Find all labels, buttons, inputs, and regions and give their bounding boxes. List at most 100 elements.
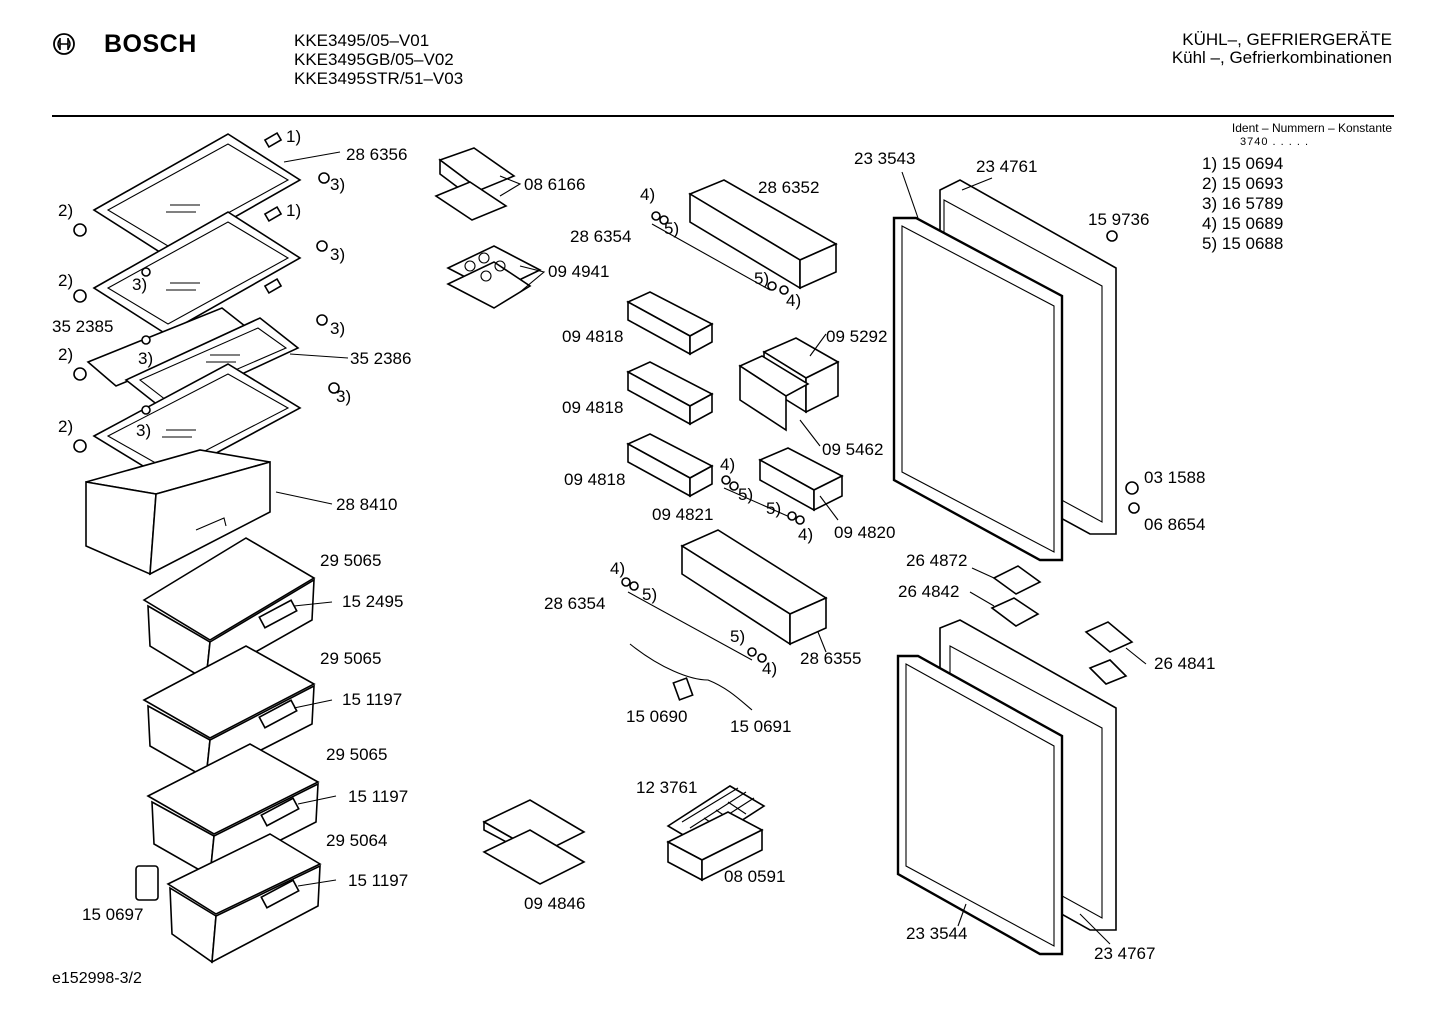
part-number-label: 23 4761 (976, 157, 1037, 176)
legend-item: 3) 16 5789 (1202, 194, 1284, 213)
legend-ref-label: 3) (138, 349, 153, 368)
part-number-label: 28 6354 (544, 594, 605, 613)
model-list: KKE3495/05–V01 KKE3495GB/05–V02 KKE3495S… (294, 31, 463, 88)
sensor-cable (629, 643, 753, 711)
legend-ref-label: 1) (286, 127, 301, 146)
shelf-support-icon (73, 172, 340, 394)
part-number-label: 09 4818 (564, 470, 625, 489)
part-number-label: 23 3543 (854, 149, 915, 168)
part-number-label: 28 6352 (758, 178, 819, 197)
brand-name: BOSCH (104, 30, 197, 58)
part-number-label: 03 1588 (1144, 468, 1205, 487)
legend-ref-label: 4) (786, 291, 801, 310)
category-heading: KÜHL–, GEFRIERGERÄTE Kühl –, Gefrierkomb… (1172, 31, 1392, 67)
legend-item: 5) 15 0688 (1202, 234, 1284, 253)
door-bin-small (626, 433, 714, 498)
door-gasket (892, 216, 1064, 562)
part-number-label: 15 1197 (348, 871, 408, 890)
part-number-label: 15 2495 (342, 592, 403, 611)
part-number-label: 35 2385 (52, 317, 113, 336)
legend-ref-label: 3) (336, 387, 351, 406)
shelf-clip-icon (263, 205, 283, 223)
header-rule (52, 115, 1394, 117)
legend-item: 1) 15 0694 (1202, 154, 1284, 173)
split-glass-shelf (86, 307, 300, 411)
legend-ref-label: 4) (798, 525, 813, 544)
part-number-label: 15 0691 (730, 717, 791, 736)
crisper-drawer (166, 833, 322, 964)
legend-ref-label: 3) (136, 421, 151, 440)
legend-ref-label: 5) (754, 269, 769, 288)
part-number-label: 15 1197 (348, 787, 408, 806)
part-number-label: 15 0690 (626, 707, 687, 726)
category-line: KÜHL–, GEFRIERGERÄTE (1182, 30, 1392, 49)
ice-box (666, 811, 764, 882)
part-number-label: 29 5064 (326, 831, 387, 850)
glass-shelf (92, 211, 302, 335)
model-number: KKE3495STR/51–V03 (294, 69, 464, 88)
part-number-label: 06 8654 (1144, 515, 1205, 534)
part-number-label: 15 0697 (82, 905, 143, 924)
door-bin-small (626, 361, 714, 426)
part-number-label: 28 6355 (800, 649, 861, 668)
part-number-label: 23 4767 (1094, 944, 1155, 963)
ident-value: 3740 . . . . . (1240, 136, 1310, 148)
part-number-label: 09 4818 (562, 327, 623, 346)
part-number-label: 15 9736 (1088, 210, 1149, 229)
glass-shelf (92, 363, 302, 481)
bottle-holder (738, 337, 840, 432)
part-number-label: 09 4941 (548, 262, 609, 281)
part-number-label: 15 1197 (342, 690, 402, 709)
part-number-label: 08 6166 (524, 175, 585, 194)
part-number-label: 29 5065 (320, 551, 381, 570)
screw-icon (1125, 481, 1140, 514)
part-number-label: 29 5065 (326, 745, 387, 764)
legend-ref-label: 5) (642, 585, 657, 604)
part-number-label: 28 6354 (570, 227, 631, 246)
part-number-label: 26 4842 (898, 582, 959, 601)
legend-ref-label: 4) (610, 559, 625, 578)
drawing-code: e152998-3/2 (52, 970, 142, 987)
part-number-label: 09 4818 (562, 398, 623, 417)
category-line: Kühl –, Gefrierkombinationen (1171, 48, 1392, 67)
legend: 1) 15 0694 2) 15 0693 3) 16 5789 4) 15 0… (1202, 154, 1283, 254)
bin-rod (723, 487, 793, 519)
butter-dish (434, 147, 516, 221)
legend-ref-label: 5) (730, 627, 745, 646)
legend-ref-label: 2) (58, 345, 73, 364)
part-number-label: 28 8410 (336, 495, 397, 514)
glass-shelf (92, 133, 302, 257)
rod-cap-icon (621, 211, 805, 663)
legend-ref-label: 5) (766, 499, 781, 518)
shelf-support-icon (73, 267, 151, 453)
model-number: KKE3495/05–V01 (294, 31, 430, 50)
door-bin (688, 179, 838, 290)
legend-ref-label: 2) (58, 417, 73, 436)
legend-ref-label: 5) (738, 485, 753, 504)
part-number-label: 35 2386 (350, 349, 411, 368)
part-number-label: 26 4872 (906, 551, 967, 570)
part-number-label: 09 5462 (822, 440, 883, 459)
door-bin-small (626, 291, 714, 356)
legend-ref-label: 2) (58, 201, 73, 220)
legend-ref-label: 3) (132, 275, 147, 294)
door-stop-icon (1106, 230, 1118, 242)
part-number-label: 09 4846 (524, 894, 585, 913)
legend-ref-label: 4) (762, 659, 777, 678)
bosch-logo-icon (52, 32, 76, 61)
part-number-label: 09 4820 (834, 523, 895, 542)
hinge-part (990, 565, 1134, 685)
part-number-label: 23 3544 (906, 924, 967, 943)
legend-item: 2) 15 0693 (1202, 174, 1284, 193)
legend-ref-label: 2) (58, 271, 73, 290)
leader-lines (275, 151, 1147, 945)
cold-pack (482, 799, 586, 885)
egg-tray (446, 245, 542, 309)
freezer-gasket (896, 654, 1064, 956)
legend-ref-label: 3) (330, 175, 345, 194)
shelf-clip-icon (263, 131, 283, 149)
bin-rod (651, 223, 771, 291)
legend-ref-label: 1) (286, 201, 301, 220)
legend-item: 4) 15 0689 (1202, 214, 1284, 233)
